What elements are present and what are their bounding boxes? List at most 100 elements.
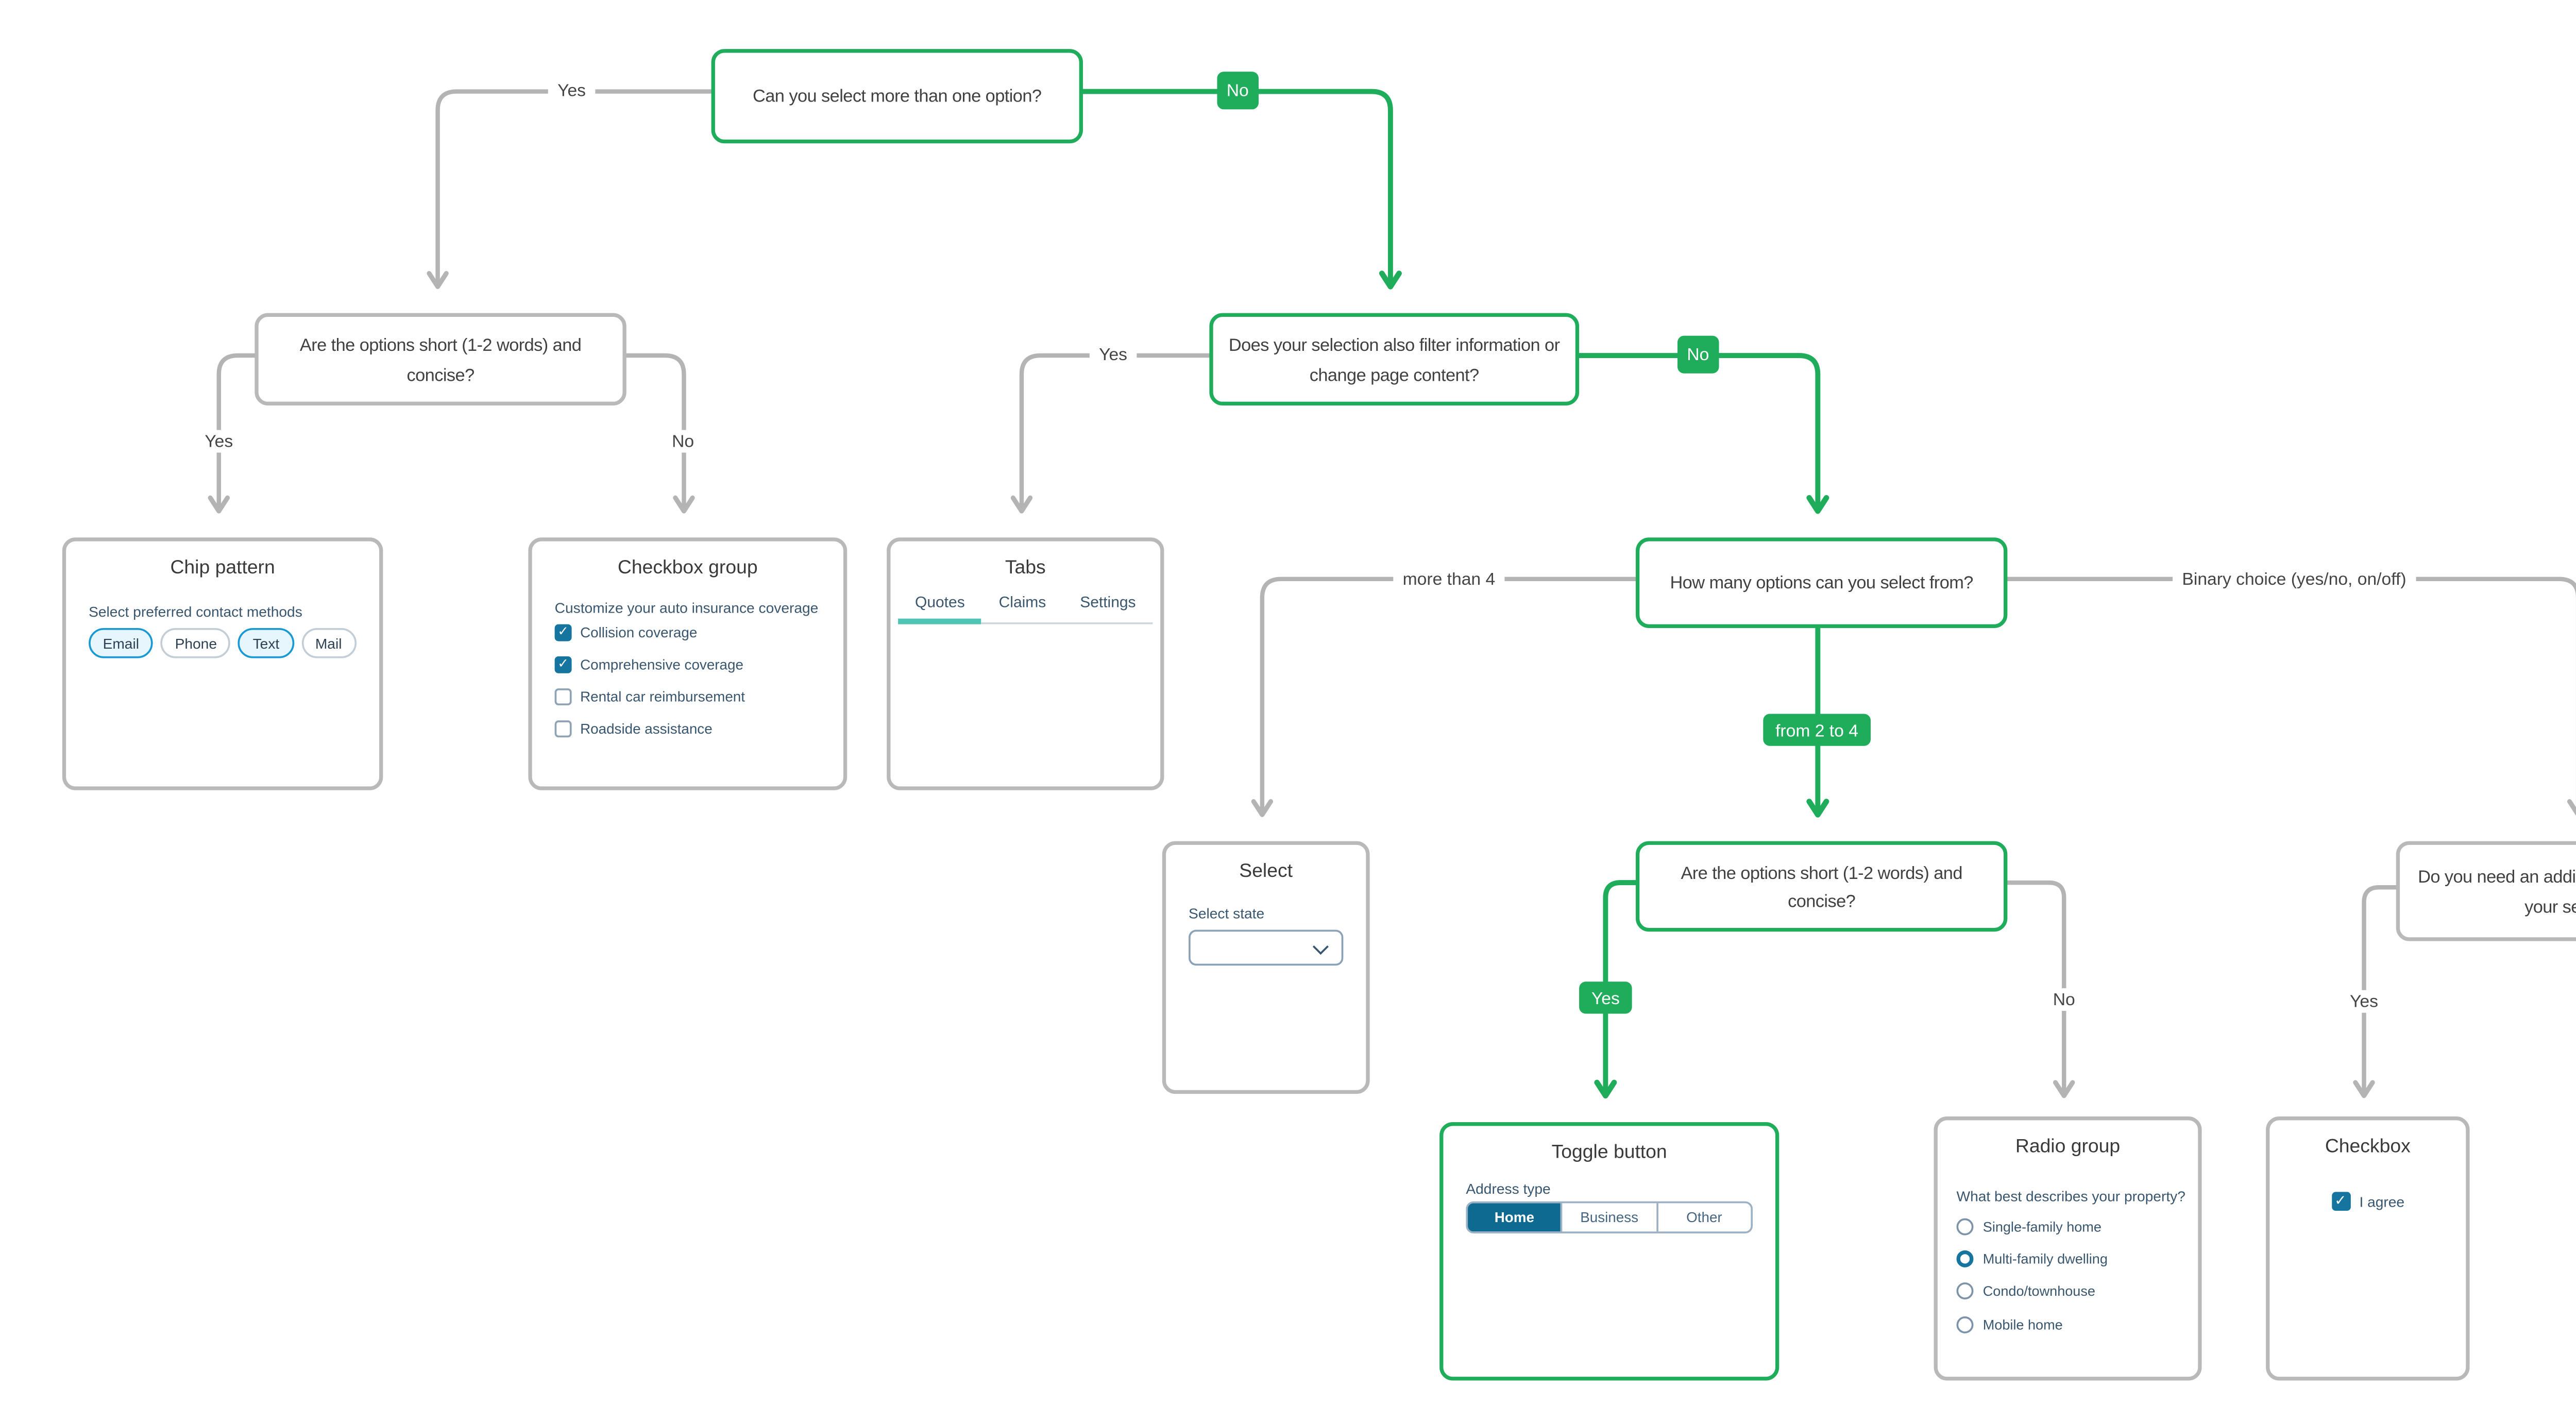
radio-label: Mobile home [1982,1315,2063,1333]
card-toggle-button: Toggle button Address type Home Business… [1439,1122,1780,1381]
checkbox-checked-icon[interactable]: ✓ [2331,1192,2350,1211]
radio-group-label: What best describes your property? [1956,1188,2185,1206]
tab-bar: Quotes Claims Settings [890,594,1160,624]
checkbox-row: ✓ Comprehensive coverage [554,656,745,673]
chip-phone[interactable]: Phone [161,628,231,658]
checkbox-unchecked-icon[interactable] [554,720,572,738]
question-text: Are the options short (1-2 words) and [299,334,582,356]
chevron-down-icon [1312,938,1329,954]
chip-row: Email Phone Text Mail [89,628,356,658]
question-multi-select: Can you select more than one option? [711,49,1083,144]
edge-q6-yes [2353,885,2398,1098]
question-filter-content: Does your selection also filter informat… [1209,313,1580,406]
toggle-option-other[interactable]: Other [1686,1209,1722,1226]
card-radio-group: Radio group What best describes your pro… [1934,1116,2202,1381]
question-text: Are the options short (1-2 words) and [1681,861,1962,883]
card-title: Checkbox group [617,558,758,579]
radio-row: Single-family home [1956,1218,2107,1235]
checkbox-group-label: Customize your auto insurance coverage [554,600,819,617]
radio-unselected-icon[interactable] [1956,1283,1974,1300]
checkbox-row: Rental car reimbursement [554,688,745,706]
card-title: Chip pattern [170,558,275,579]
question-text: concise? [406,363,475,384]
question-text: change page content? [1309,363,1479,384]
checkbox-checked-icon[interactable]: ✓ [554,624,572,641]
radio-row: Condo/townhouse [1956,1283,2107,1300]
chip-email[interactable]: Email [89,628,154,658]
edge-q2-yes [208,353,257,514]
edge-badge-no: No [1677,335,1719,374]
radio-unselected-icon[interactable] [1956,1218,1974,1235]
card-chip-pattern: Chip pattern Select preferred contact me… [62,537,383,790]
card-title: Toggle button [1551,1143,1667,1164]
edge-q1-yes [427,89,714,289]
question-text: your selection? [2524,894,2576,916]
radio-row: Mobile home [1956,1315,2107,1333]
toggle-option-home[interactable]: Home [1468,1203,1563,1232]
edge-q5-no [1997,880,2075,1098]
question-text: How many options can you select from? [1670,572,1973,594]
segmented-control: Home Business Other [1466,1201,1753,1233]
radio-unselected-icon[interactable] [1956,1315,1974,1333]
chip-group-label: Select preferred contact methods [89,603,302,621]
card-checkbox: Checkbox ✓ I agree [2266,1116,2470,1381]
card-title: Radio group [2015,1137,2121,1158]
card-title: Checkbox [2325,1137,2411,1158]
checkbox-label: Rental car reimbursement [580,688,745,706]
edge-q3-no [1569,353,1829,514]
radio-selected-icon[interactable] [1956,1250,1974,1268]
card-title: Select [1239,861,1293,883]
edge-label-yes: Yes [548,79,596,102]
edge-badge-from-2-to-4: from 2 to 4 [1763,714,1871,746]
question-options-short-right: Are the options short (1-2 words) and co… [1635,841,2008,932]
radio-row: Multi-family dwelling [1956,1250,2108,1268]
edge-q4-more-than-4 [1251,577,1638,817]
question-text: Do you need an additional action to conf… [2418,866,2576,888]
edge-label-yes: Yes [2340,990,2388,1013]
question-options-short-left: Are the options short (1-2 words) and co… [255,313,626,406]
edge-label-more-than-4: more than 4 [1393,567,1505,590]
tab-quotes[interactable]: Quotes [898,594,982,624]
edge-badge-yes: Yes [1579,981,1632,1014]
checkbox-unchecked-icon[interactable] [554,688,572,706]
chip-mail[interactable]: Mail [301,628,356,658]
toggle-option-business[interactable]: Business [1563,1203,1658,1232]
checkbox-row: ✓ Collision coverage [554,624,745,641]
edge-q2-no [616,353,695,514]
checkbox-label: I agree [2359,1193,2405,1210]
select-label: Select state [1189,905,1265,922]
agree-checkbox-row: ✓ I agree [2269,1192,2466,1211]
chip-text[interactable]: Text [239,628,294,658]
edge-label-no: No [662,430,704,453]
question-how-many-options: How many options can you select from? [1635,537,2008,628]
radio-list: Single-family home Multi-family dwelling… [1956,1218,2108,1333]
edge-label-yes: Yes [195,430,243,453]
radio-label: Single-family home [1982,1218,2102,1235]
edge-q5-yes [1594,880,1638,1099]
card-checkbox-group: Checkbox group Customize your auto insur… [528,537,848,790]
card-select: Select Select state [1162,841,1370,1094]
question-confirm-action: Do you need an additional action to conf… [2396,841,2576,941]
tab-claims[interactable]: Claims [981,594,1063,624]
edge-q3-yes [1010,353,1212,514]
question-text: Does your selection also filter informat… [1228,334,1560,356]
edge-q4-binary [1997,577,2576,817]
card-title: Tabs [1005,558,1046,579]
checkbox-checked-icon[interactable]: ✓ [554,656,572,673]
card-tabs: Tabs Quotes Claims Settings [887,537,1164,790]
select-dropdown[interactable] [1189,929,1344,966]
edge-badge-no: No [1217,72,1259,110]
checkbox-label: Roadside assistance [580,720,713,738]
edge-label-binary-choice: Binary choice (yes/no, on/off) [2173,567,2416,590]
edge-label-no: No [2043,988,2085,1011]
edge-q1-no [1073,89,1402,290]
tab-settings[interactable]: Settings [1063,594,1153,624]
toggle-group-label: Address type [1466,1180,1551,1198]
radio-label: Condo/townhouse [1982,1283,2095,1300]
question-text: Can you select more than one option? [753,86,1042,107]
question-text: concise? [1788,890,1856,911]
checkbox-row: Roadside assistance [554,720,745,738]
